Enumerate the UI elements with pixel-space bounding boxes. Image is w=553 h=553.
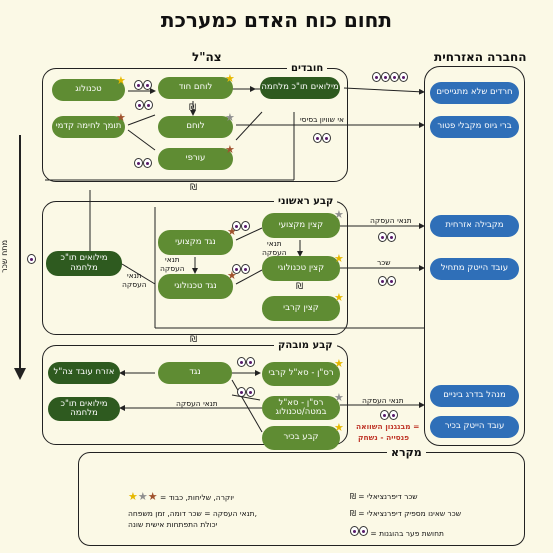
node-rasan-kravi: רס"ן - סא"ל קרבי (262, 362, 340, 386)
civil-node-mid-manager: מנהל בדרג ביניים (430, 385, 519, 407)
eyes-icon (378, 276, 396, 288)
bronze-star-icon: ★ (225, 143, 235, 156)
civil-node-parallel: מקבילה אזרחית (430, 215, 519, 237)
eyes-icon (237, 357, 255, 369)
node-ktzin-kravi: קצין קרבי (262, 296, 340, 321)
node-reserve-2: מילואים תו"כ מלחמה (46, 251, 122, 276)
label-inequality: אי שוויון בסיסי (300, 115, 345, 124)
shekel-icon: ₪ (190, 335, 198, 345)
section-idf: צה"ל (192, 50, 222, 64)
legend-shekel-diff: ₪ = שכר דיפרנציאלי (350, 492, 418, 501)
eyes-icon (232, 221, 250, 233)
shekel-icon: ₪ (296, 282, 304, 292)
node-nagad: נגד (158, 362, 232, 384)
node-rasan-tech: רס"ן - סא"ל במטה/טכנולוג (262, 396, 340, 420)
legend-conditions-2: יכולת התפתחות אישית שונה (128, 520, 218, 529)
gold-star-icon: ★ (116, 74, 126, 87)
node-tech-1: טכנולוג (52, 79, 125, 101)
bronze-star-icon: ★ (227, 225, 237, 238)
node-nagad-tech: נגד טכנולוגי (158, 274, 233, 299)
bronze-star-icon: ★ (227, 269, 237, 282)
label-conditions-2: תנאי העסקה (262, 239, 287, 257)
label-salary: שכר (377, 258, 391, 267)
legend-eyes: = תחושת פער בהוגנות (350, 526, 444, 539)
page-title: תחום כוח האדם כמערכת (160, 8, 393, 32)
eyes-icon (378, 232, 396, 244)
label-conditions-4: תנאי העסקה (176, 399, 218, 408)
node-lohem: לוחם (158, 116, 233, 138)
node-tech-support: תומך לחימה קדמי (52, 116, 125, 138)
shekel-icon: ₪ (190, 183, 198, 193)
node-civ-worker: אזרח עובד צה"ל (48, 362, 120, 384)
legend-conditions: תנאי העסקה = שכר דומה, זמן משפחה, (128, 509, 257, 518)
silver-star-icon: ★ (225, 111, 235, 124)
silver-star-icon: ★ (334, 208, 344, 221)
section-civil: החברה האזרחית (434, 50, 527, 64)
gold-star-icon: ★ (128, 490, 138, 503)
legend-box (78, 452, 525, 546)
eyes-icon (350, 526, 359, 536)
eyes-icon (27, 254, 36, 266)
node-ktzin-miktzoi: קצין מקצועי (262, 213, 340, 238)
legend-shekel-nondiff: ₪ = שכר שאינו מספיק דיפרנציאלי (350, 509, 462, 518)
shekel-icon: ₪ (189, 103, 197, 113)
legend-stars: ★★★ = יוקרה, שליחות, כבוד (128, 490, 234, 503)
eyes-icon (134, 158, 152, 170)
civil-node-hitech-senior: עובד הייטק בכיר (430, 416, 519, 438)
box-conscripts-label: חובדים (287, 63, 328, 74)
eyes-icon (135, 100, 153, 112)
label-salary-tension: מתח שכר (0, 240, 9, 273)
eyes-icon (134, 80, 152, 92)
silver-star-icon: ★ (334, 391, 344, 404)
label-conditions-5: תנאי העסקה (362, 396, 404, 405)
box-career-first-label: קבע ראשוני (274, 196, 338, 207)
label-pension-gap: פנסייה - נשחק (358, 433, 410, 442)
eyes-icon (372, 72, 408, 84)
node-oref: עורפי (158, 148, 233, 170)
node-ktzin-tech: קצין טכנולוגי (262, 256, 340, 281)
node-kva-bakir: קבע בכיר (262, 426, 340, 450)
gold-star-icon: ★ (334, 291, 344, 304)
eyes-icon (380, 410, 398, 422)
bronze-star-icon: ★ (147, 490, 158, 503)
label-conditions-3b: תנאי העסקה (122, 271, 147, 289)
bronze-star-icon: ★ (116, 111, 126, 124)
gold-star-icon: ★ (334, 421, 344, 434)
node-reserve-3: מילואים תו"כ מלחמה (48, 397, 120, 421)
label-conditions-1: תנאי העסקה (370, 216, 412, 225)
eyes-icon (313, 133, 331, 145)
silver-star-icon: ★ (137, 490, 148, 503)
civil-node-haredim: חרדים שלא מתגייסים (430, 82, 519, 104)
box-career-long-label: קבע מובהק (274, 340, 337, 351)
civil-node-exempt: ברי גיוס מקבלי פטור (430, 116, 519, 138)
label-planned-compare: מבנגנון השוואה = (356, 422, 420, 431)
civil-node-hitech-start: עובד הייטק מתחיל (430, 258, 519, 280)
gold-star-icon: ★ (334, 357, 344, 370)
node-nagad-miktzoi: נגד מקצועי (158, 230, 233, 255)
gold-star-icon: ★ (334, 252, 344, 265)
node-reserve-1: מילואים תו"כ מלחמה (260, 77, 340, 99)
label-conditions-3: תנאי העסקה (160, 255, 185, 273)
node-lohem-hod: לוחם חוד (158, 77, 233, 99)
eyes-icon (237, 387, 255, 399)
eyes-icon (359, 526, 368, 536)
eyes-icon (232, 264, 250, 276)
legend-title: מקרא (387, 446, 426, 459)
gold-star-icon: ★ (225, 72, 235, 85)
